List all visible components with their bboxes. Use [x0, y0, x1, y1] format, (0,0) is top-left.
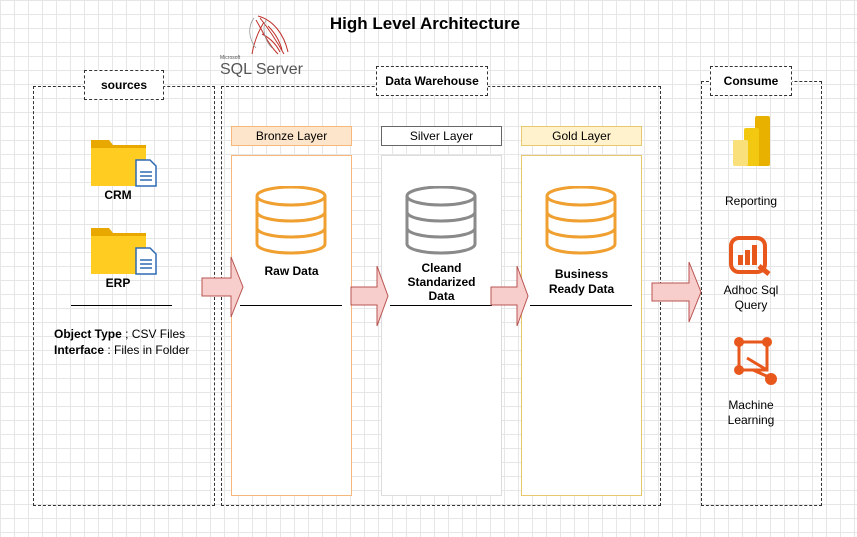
sql-server-logo: Microsoft SQL Server [218, 14, 308, 78]
erp-folder-icon [90, 224, 158, 276]
interface-label: Interface [54, 343, 105, 357]
data-warehouse-label: Data Warehouse [376, 66, 488, 96]
erp-label: ERP [105, 276, 131, 290]
gold-layer-text: Business Ready Data [521, 267, 642, 297]
logo-small-text: Microsoft [220, 55, 241, 61]
ml-line2: Learning [727, 413, 775, 427]
silver-layer-header: Silver Layer [381, 126, 502, 146]
silver-database-icon [405, 186, 477, 256]
page-title: High Level Architecture [329, 14, 521, 33]
silver-layer-text: Cleand Standarized Data [381, 261, 502, 303]
arrow-sources-to-bronze [201, 256, 245, 318]
adhoc-line1: Adhoc Sql [723, 283, 779, 297]
object-type-value: ; CSV Files [121, 327, 186, 341]
gold-text-line1: Business [554, 267, 609, 281]
sql-server-icon: Microsoft SQL Server [220, 15, 304, 78]
gold-divider [530, 305, 632, 306]
sources-metadata: Object Type ; CSV Files Interface : File… [54, 326, 189, 358]
arrow-warehouse-to-consume [651, 261, 703, 323]
gold-database-icon [545, 186, 617, 256]
sources-divider [71, 305, 172, 306]
crm-folder-icon [90, 136, 158, 188]
interface-value: : Files in Folder [104, 343, 190, 357]
logo-text: SQL Server [220, 61, 304, 78]
gold-layer-header: Gold Layer [521, 126, 642, 146]
bronze-layer-header: Bronze Layer [231, 126, 352, 146]
consume-label: Consume [710, 66, 792, 96]
silver-divider [390, 305, 492, 306]
silver-text-line1: Cleand [421, 261, 462, 275]
silver-text-line2: Standarized [407, 275, 476, 289]
adhoc-query-label: Adhoc Sql Query [712, 283, 790, 313]
object-type-row: Object Type ; CSV Files [54, 326, 189, 342]
bronze-divider [240, 305, 342, 306]
report-chart-icon [729, 236, 775, 276]
gold-text-line2: Ready Data [548, 282, 615, 296]
bronze-database-icon [255, 186, 327, 256]
bronze-layer-text: Raw Data [264, 264, 319, 278]
arrow-silver-to-gold [490, 265, 530, 327]
adhoc-line2: Query [734, 298, 768, 312]
machine-learning-icon [731, 336, 781, 388]
machine-learning-label: Machine Learning [712, 398, 790, 428]
arrow-bronze-to-silver [350, 265, 390, 327]
interface-row: Interface : Files in Folder [54, 342, 189, 358]
reporting-label: Reporting [724, 194, 778, 208]
object-type-label: Object Type [54, 327, 122, 341]
crm-label: CRM [104, 188, 132, 202]
ml-line1: Machine [728, 398, 774, 412]
silver-text-line3: Data [428, 289, 455, 303]
power-bi-icon [731, 114, 773, 168]
sources-label: sources [84, 70, 164, 100]
